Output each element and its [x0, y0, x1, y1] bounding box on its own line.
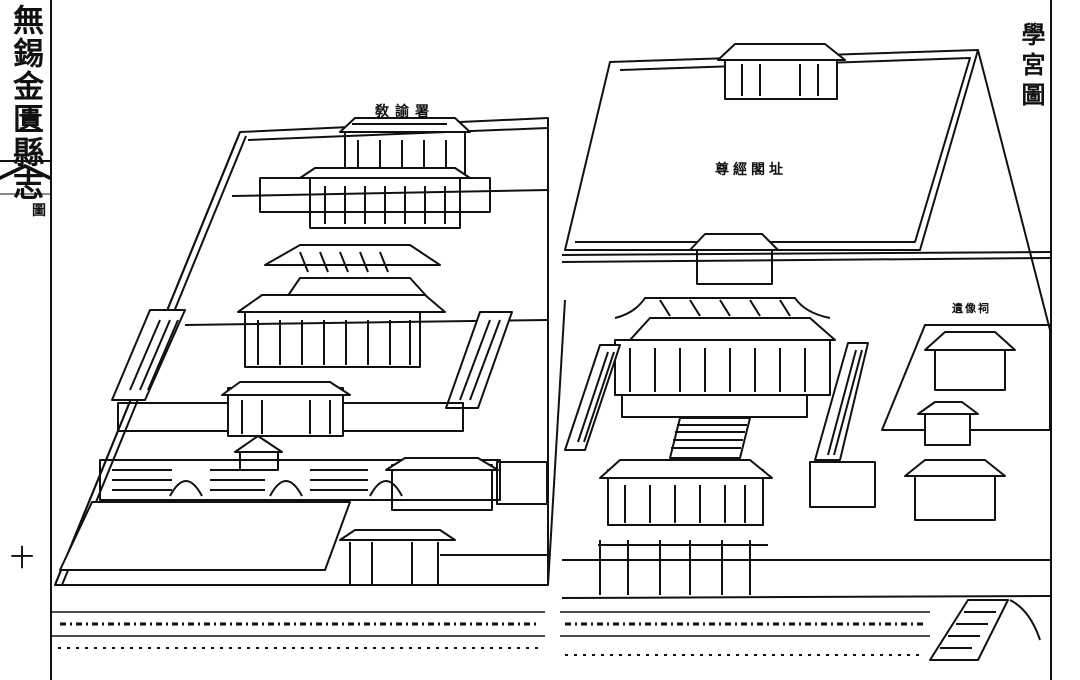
memorial-gate — [339, 529, 456, 586]
zungeng-enclosure — [564, 49, 979, 251]
rear-gate-right — [717, 43, 846, 100]
fishtail-mark — [0, 164, 50, 195]
title-rule — [0, 160, 50, 162]
page-number: 十 — [10, 544, 34, 572]
section-label: 圖 — [32, 203, 46, 219]
margin-rule — [50, 0, 52, 680]
label-portrait-shrine: 遺像祠 — [952, 302, 991, 315]
hall-row-2 — [259, 167, 491, 229]
west-gallery-right — [564, 344, 621, 451]
small-gate-right — [689, 233, 779, 285]
plan-title: 學宮圖 — [1017, 22, 1046, 112]
main-hall-left — [237, 244, 446, 368]
shrine-hall — [924, 331, 1016, 391]
gazetteer-title: 無錫金匱縣志 — [7, 4, 43, 202]
east-gallery — [445, 311, 513, 409]
front-wall-band — [52, 611, 930, 656]
east-gallery-right — [814, 342, 869, 461]
shrine-compound — [881, 324, 1050, 431]
label-education-office: 敎諭署 — [375, 104, 435, 120]
school-temple-illustration — [52, 43, 1050, 661]
lingxing-gate-right — [598, 540, 768, 595]
mid-gate — [221, 381, 351, 437]
stairway — [669, 417, 751, 459]
great-hall-right — [614, 297, 836, 396]
label-zungeng-pavilion-site: 尊經閣址 — [715, 162, 787, 178]
front-gate-right — [599, 459, 773, 526]
west-gallery — [111, 309, 186, 401]
pavilion — [234, 435, 283, 471]
right-border-rule — [1050, 0, 1052, 680]
arched-bridge — [929, 599, 1041, 661]
pan-pool-arches — [112, 469, 403, 497]
